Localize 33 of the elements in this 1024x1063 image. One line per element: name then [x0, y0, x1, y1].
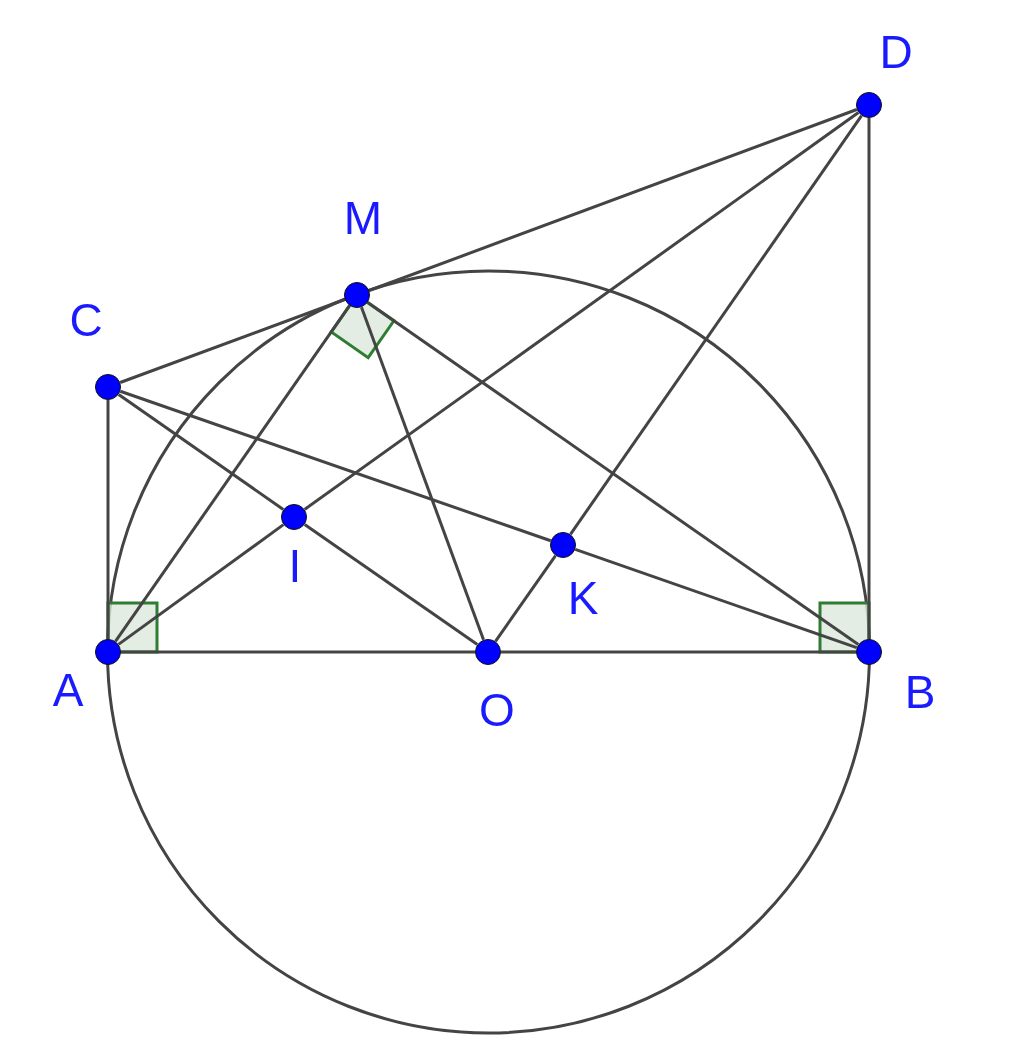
- line-segment: [114, 304, 351, 643]
- point-dot: [856, 639, 882, 665]
- point-dot: [856, 92, 882, 118]
- point-dot: [475, 639, 501, 665]
- line-segment: [117, 523, 285, 646]
- point-label: A: [52, 667, 84, 713]
- point-label: D: [879, 29, 913, 75]
- line-segment: [569, 114, 863, 536]
- line-segment: [360, 306, 485, 641]
- line-segment: [121, 650, 475, 654]
- line-segment: [366, 301, 860, 646]
- point-dot: [95, 374, 121, 400]
- line-segment: [501, 650, 856, 654]
- point-label: C: [69, 297, 103, 343]
- line-segment: [574, 547, 858, 650]
- line-segment: [117, 393, 285, 511]
- point-dot: [344, 282, 370, 308]
- point-label: K: [567, 575, 599, 621]
- point-dot: [95, 639, 121, 665]
- line-segment: [119, 389, 552, 543]
- point-label: M: [343, 195, 383, 241]
- line-segment: [303, 523, 479, 646]
- point-label: I: [288, 543, 302, 589]
- line-segment: [867, 118, 871, 639]
- point-dot: [281, 504, 307, 530]
- point-label: B: [904, 669, 936, 715]
- point-dot: [550, 532, 576, 558]
- line-segment: [368, 108, 858, 292]
- line-segment: [303, 111, 860, 511]
- line-segment: [494, 554, 557, 643]
- point-label: O: [479, 687, 515, 733]
- line-segment: [106, 400, 110, 639]
- line-segment: [119, 298, 346, 384]
